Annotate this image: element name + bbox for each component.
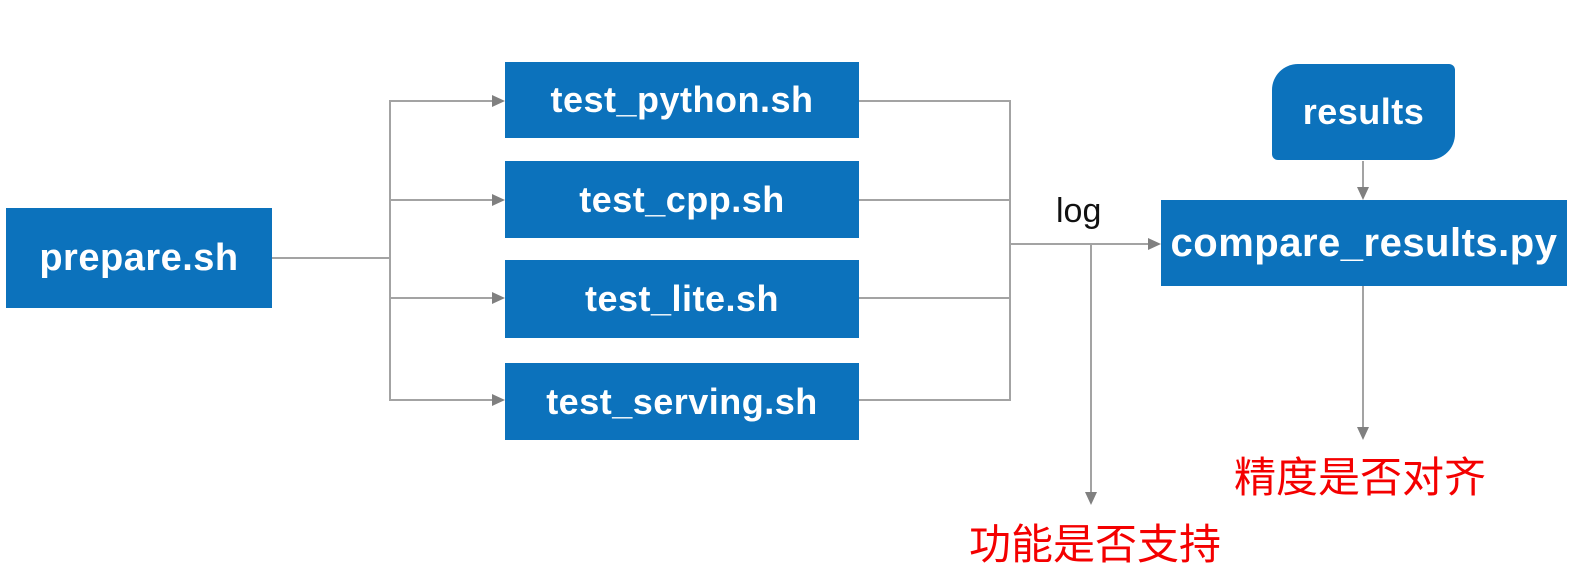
node-test-lite-sh-label: test_lite.sh xyxy=(584,278,780,319)
connector-log-drop xyxy=(1090,244,1092,492)
function-support-label: 功能是否支持 xyxy=(968,521,1222,568)
arrowhead-into-test-serving xyxy=(492,394,505,406)
node-test-lite-sh: test_lite.sh xyxy=(505,260,859,338)
node-prepare-sh: prepare.sh xyxy=(6,208,272,308)
node-test-serving-sh-label: test_serving.sh xyxy=(546,380,818,422)
connector-collector-vertical xyxy=(1009,100,1011,401)
arrowhead-accuracy-align xyxy=(1357,427,1369,440)
accuracy-align-label: 精度是否对齐 xyxy=(1233,454,1487,501)
node-prepare-sh-label: prepare.sh xyxy=(39,236,239,279)
arrowhead-results-into-compare xyxy=(1357,187,1369,200)
log-label: log xyxy=(1056,192,1102,230)
connector-out-test-cpp xyxy=(859,199,1011,201)
node-test-cpp-sh: test_cpp.sh xyxy=(505,161,859,238)
connector-results-to-compare xyxy=(1362,161,1364,188)
connector-out-test-python xyxy=(859,100,1011,102)
connector-branch-test-serving xyxy=(389,399,492,401)
arrowhead-into-test-cpp xyxy=(492,194,505,206)
arrowhead-function-support xyxy=(1085,492,1097,505)
arrowhead-into-test-python xyxy=(492,95,505,107)
connector-branch-test-lite xyxy=(389,297,492,299)
node-compare-results-py-label: compare_results.py xyxy=(1170,220,1558,265)
node-compare-results-py: compare_results.py xyxy=(1161,200,1567,286)
connector-branch-test-python xyxy=(389,100,492,102)
arrowhead-into-compare xyxy=(1148,238,1161,250)
node-results: results xyxy=(1272,64,1455,160)
connector-branch-test-cpp xyxy=(389,199,492,201)
connector-log-to-compare xyxy=(1011,243,1148,245)
node-test-cpp-sh-label: test_cpp.sh xyxy=(579,178,785,220)
connector-out-test-serving xyxy=(859,399,1011,401)
connector-out-test-lite xyxy=(859,297,1011,299)
node-results-label: results xyxy=(1302,91,1425,132)
arrowhead-into-test-lite xyxy=(492,292,505,304)
node-test-python-sh-label: test_python.sh xyxy=(550,79,814,120)
node-test-python-sh: test_python.sh xyxy=(505,62,859,138)
connector-prepare-trunk xyxy=(272,257,390,259)
connector-compare-drop xyxy=(1362,286,1364,427)
connector-fanout-vertical xyxy=(389,100,391,401)
node-test-serving-sh: test_serving.sh xyxy=(505,363,859,440)
